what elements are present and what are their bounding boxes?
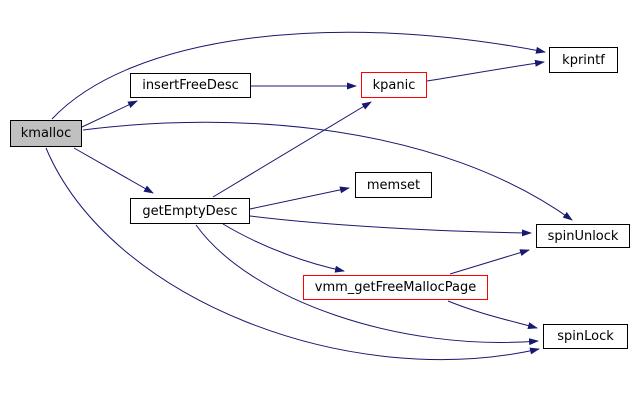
edge-getEmptyDesc-to-memset [249,186,350,210]
node-memset[interactable]: memset [355,172,432,198]
edge-kpanic-to-kprintf [426,59,545,82]
edge-vmm_getFreeMallocPage-to-spinLock [447,300,538,329]
edge-kmalloc-to-kprintf [51,31,546,120]
edge-getEmptyDesc-to-vmm_getFreeMallocPage [222,223,345,273]
node-getEmptyDesc[interactable]: getEmptyDesc [130,198,250,224]
node-spinUnlock[interactable]: spinUnlock [536,224,630,248]
edge-getEmptyDesc-to-kpanic [212,101,372,198]
edge-kmalloc-to-insertFreeDesc [81,100,138,128]
node-label: spinUnlock [547,228,619,244]
edge-kmalloc-to-spinLock [45,147,540,361]
node-kmalloc: kmalloc [10,120,82,147]
edge-vmm_getFreeMallocPage-to-spinUnlock [449,249,530,275]
node-label: memset [366,177,421,193]
edge-getEmptyDesc-to-spinUnlock [249,215,532,237]
node-kprintf[interactable]: kprintf [549,47,618,73]
edge-kmalloc-to-getEmptyDesc [73,147,154,194]
node-label: getEmptyDesc [142,203,238,219]
node-insertFreeDesc[interactable]: insertFreeDesc [130,73,251,98]
node-vmm_getFreeMallocPage[interactable]: vmm_getFreeMallocPage [303,275,488,300]
node-spinLock[interactable]: spinLock [543,324,628,349]
node-label: kprintf [562,52,605,68]
node-label: spinLock [557,329,614,344]
node-label: insertFreeDesc [142,78,239,93]
node-label: kpanic [372,77,416,93]
node-label: vmm_getFreeMallocPage [314,280,477,295]
node-label: kmalloc [20,126,72,141]
edge-kmalloc-to-spinUnlock [82,121,573,221]
node-kpanic[interactable]: kpanic [361,72,427,98]
edge-getEmptyDesc-to-spinLock [195,224,539,346]
